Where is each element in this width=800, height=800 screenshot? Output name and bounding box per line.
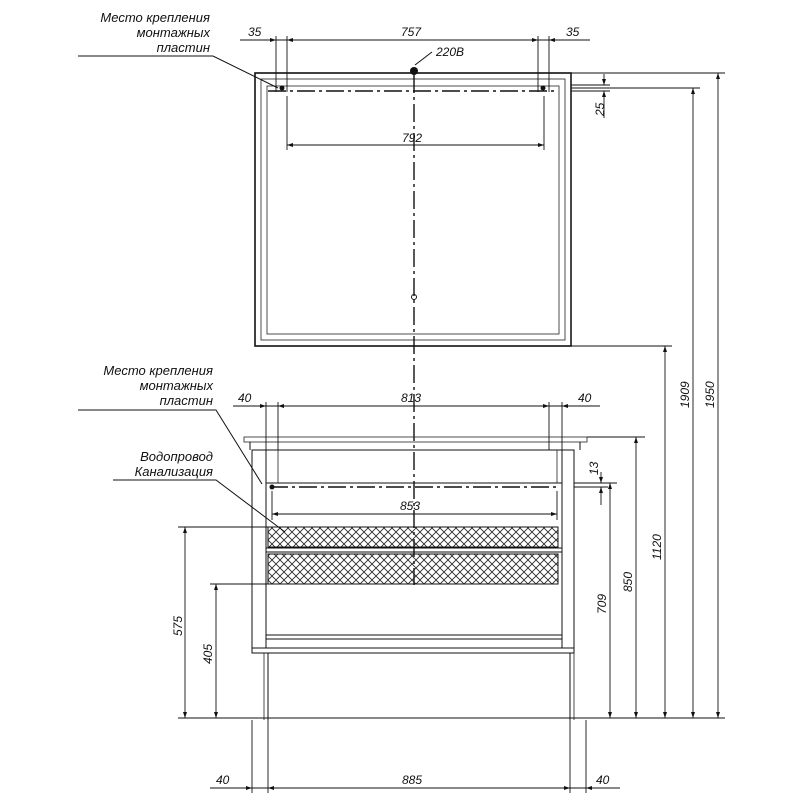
mount-label-bottom-line2: монтажных — [140, 378, 214, 393]
plumbing-mesh-lower — [267, 553, 559, 585]
dim-cab-right: 40 — [578, 391, 592, 405]
mirror — [254, 72, 572, 347]
mount-label-bottom-line1: Место крепления — [103, 363, 213, 378]
height-709-dimension: 709 — [574, 482, 617, 718]
cabinet-top-dimension: 40 813 40 — [233, 391, 600, 450]
cabinet-inner-dimension: 853 — [271, 491, 558, 520]
plumbing-label-line2: Канализация — [135, 464, 213, 479]
height-575-dimension: 575 — [171, 526, 268, 718]
mount-label-bottom-line3: пластин — [160, 393, 213, 408]
plumbing-label-line1: Водопровод — [140, 449, 213, 464]
dim-top-left: 35 — [248, 25, 262, 39]
dim-h-850: 850 — [621, 572, 635, 592]
mount-label-top-line3: пластин — [157, 40, 210, 55]
cabinet-labels: Место крепления монтажных пластин Водопр… — [78, 363, 286, 533]
dim-cab-top: 813 — [401, 391, 421, 405]
mirror-offset-dimension: 25 — [571, 74, 610, 118]
height-405-dimension: 405 — [201, 583, 268, 718]
mount-label-top-line2: монтажных — [137, 25, 211, 40]
height-1120-dimension: 1120 — [571, 345, 672, 718]
cabinet — [243, 436, 588, 720]
dim-h-405: 405 — [201, 644, 215, 664]
dim-bot-left: 40 — [216, 773, 230, 787]
bottom-dimension: 40 885 40 — [210, 720, 620, 793]
mirror-label: Место крепления монтажных пластин — [78, 10, 279, 89]
dim-mirror-offset: 25 — [593, 102, 607, 117]
dim-bot-center: 885 — [402, 773, 422, 787]
plumbing-mesh-upper — [267, 526, 559, 548]
power-outlet: 220В — [410, 45, 464, 300]
height-1950-dimension: 1950 — [571, 72, 725, 718]
dim-h-1909: 1909 — [678, 381, 692, 408]
dim-cab-inner: 853 — [400, 499, 420, 513]
dim-cab-offset: 13 — [587, 461, 601, 475]
height-1909-dimension: 1909 — [571, 87, 700, 718]
power-label: 220В — [435, 45, 464, 59]
dim-bot-right: 40 — [596, 773, 610, 787]
dim-h-1120: 1120 — [650, 534, 664, 560]
mount-label-top-line1: Место крепления — [100, 10, 210, 25]
dim-cab-left: 40 — [238, 391, 252, 405]
height-850-dimension: 850 — [587, 436, 645, 718]
dim-top-center: 757 — [401, 25, 422, 39]
dim-h-575: 575 — [171, 616, 185, 636]
dim-h-1950: 1950 — [703, 381, 717, 408]
mirror-inner-dimension: 792 — [286, 96, 545, 150]
mirror-top-dimension: 35 757 35 — [240, 25, 590, 92]
dim-top-right: 35 — [566, 25, 580, 39]
dim-h-709: 709 — [595, 594, 609, 614]
dim-mirror-inner: 792 — [402, 131, 422, 145]
